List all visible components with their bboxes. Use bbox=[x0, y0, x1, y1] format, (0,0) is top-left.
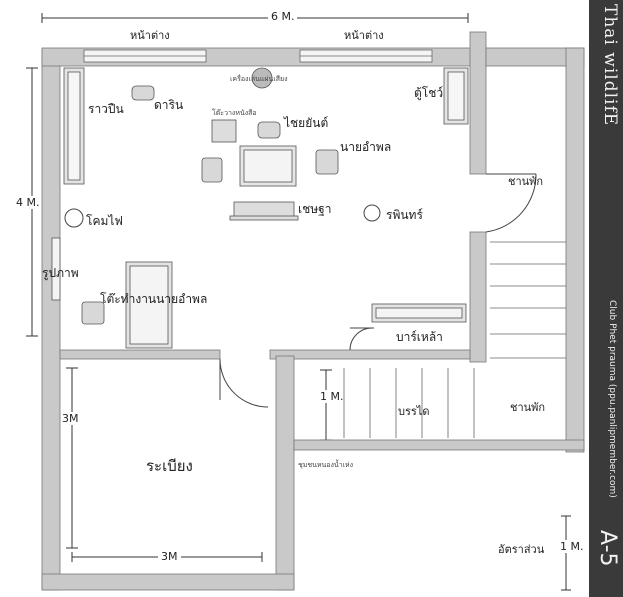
sofa-chetha bbox=[229, 201, 299, 221]
dim-left-height: 4 M. bbox=[16, 196, 40, 209]
label-lamp: โคมไฟ bbox=[86, 214, 123, 228]
brand-title: Thai wildlifE bbox=[600, 4, 620, 127]
label-chetha: เชษฐา bbox=[298, 202, 332, 216]
stereo bbox=[251, 67, 273, 89]
label-chaiyan: ไชยยันต์ bbox=[284, 116, 329, 130]
windows bbox=[83, 49, 433, 63]
dim-top-width: 6 M. bbox=[268, 10, 298, 23]
bar bbox=[371, 303, 467, 323]
doors bbox=[219, 173, 537, 408]
label-stairs: บรรได bbox=[398, 405, 430, 418]
sheet-code: A-5 bbox=[595, 530, 620, 567]
label-phinthorn: รพินทร์ bbox=[386, 208, 423, 222]
showcase bbox=[443, 67, 469, 125]
desk bbox=[125, 261, 173, 349]
label-book-table: โต๊ะวางหนังสือ bbox=[212, 109, 257, 117]
stairs bbox=[343, 241, 566, 438]
dim-stair-height: 1 M. bbox=[320, 390, 344, 403]
label-window-right: หน้าต่าง bbox=[344, 29, 384, 42]
label-darin: ดาริน bbox=[154, 98, 184, 112]
label-window-left: หน้าต่าง bbox=[130, 29, 170, 42]
lamp bbox=[64, 208, 84, 228]
book-table bbox=[211, 119, 237, 143]
label-terrace-1: ชานพัก bbox=[508, 175, 544, 188]
label-bar: บาร์เหล้า bbox=[396, 330, 443, 344]
label-nai-amphon: นายอำพล bbox=[340, 140, 392, 154]
dim-piano-height: 3M bbox=[62, 412, 79, 425]
label-under-stairs: ชุมชนหนองน้ำเห่ง bbox=[298, 461, 354, 469]
phinthorn-seat bbox=[363, 204, 381, 222]
club-credit: Club Phet prauma (ppu.panlipmember.com) bbox=[607, 300, 617, 498]
label-showcase: ตู้โชว์ bbox=[414, 86, 444, 100]
label-desk: โต๊ะทำงานนายอำพล bbox=[100, 292, 208, 306]
gun-rack bbox=[63, 67, 85, 185]
label-stereo: เครื่องเล่นแผ่นเสียง bbox=[230, 75, 288, 83]
label-gun-rack: ราวปืน bbox=[88, 102, 124, 116]
label-scale: อัตราส่วน bbox=[498, 543, 545, 556]
label-piano: ระเบียง bbox=[146, 457, 193, 475]
dim-piano-width: 3M bbox=[158, 550, 181, 563]
coffee-table bbox=[239, 145, 297, 187]
picture bbox=[51, 237, 61, 301]
chairs bbox=[81, 85, 339, 325]
label-picture: รูปภาพ bbox=[42, 266, 79, 280]
label-terrace-2: ชานพัก bbox=[510, 401, 546, 414]
sidebar bbox=[589, 0, 623, 597]
label-scale-unit: 1 M. bbox=[560, 540, 584, 553]
